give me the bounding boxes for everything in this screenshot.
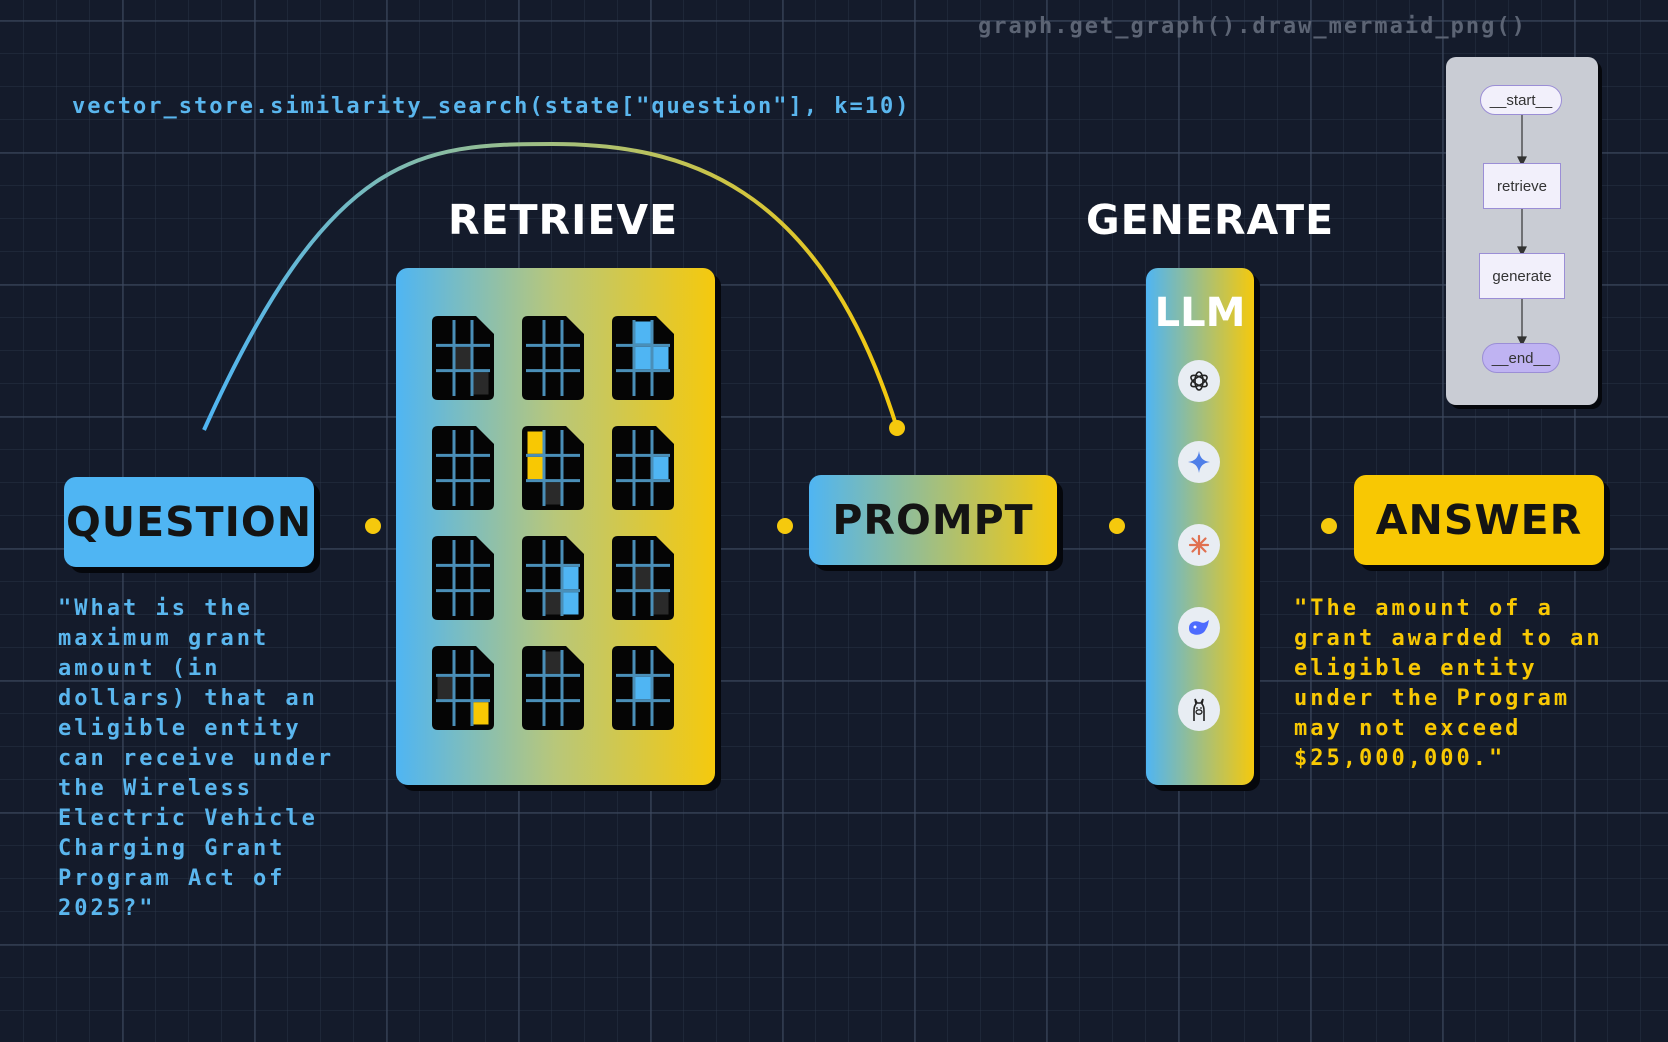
document-chunk-icon	[612, 646, 674, 730]
llm-panel: LLM	[1146, 268, 1254, 785]
code-similarity-search: vector_store.similarity_search(state["qu…	[72, 94, 911, 119]
document-chunk-icon	[522, 536, 584, 620]
document-chunk-icon	[432, 426, 494, 510]
mermaid-end-node: __end__	[1482, 343, 1560, 373]
mermaid-generate-node: generate	[1479, 253, 1565, 299]
code-draw-mermaid: graph.get_graph().draw_mermaid_png()	[978, 14, 1527, 39]
document-chunk-icon	[612, 316, 674, 400]
generate-title: GENERATE	[1086, 196, 1335, 244]
document-chunk-icon	[612, 536, 674, 620]
claude-icon	[1178, 524, 1220, 566]
mermaid-start-node: __start__	[1480, 85, 1562, 115]
gemini-icon	[1178, 441, 1220, 483]
document-chunk-icon	[522, 426, 584, 510]
question-text: "What is the maximum grant amount (in do…	[58, 596, 335, 921]
ollama-icon	[1178, 689, 1220, 731]
document-chunk-icon	[522, 316, 584, 400]
document-chunk-icon	[612, 426, 674, 510]
prompt-box: PROMPT	[809, 475, 1057, 565]
deepseek-icon	[1178, 607, 1220, 649]
document-chunk-icon	[432, 646, 494, 730]
openai-icon	[1178, 360, 1220, 402]
retrieve-title: RETRIEVE	[448, 196, 679, 244]
document-chunk-icon	[432, 536, 494, 620]
mermaid-graph: __start__ retrieve generate __end__	[1446, 57, 1598, 405]
answer-text: "The amount of a grant awarded to an eli…	[1294, 596, 1603, 771]
question-box: QUESTION	[64, 477, 314, 567]
retrieve-arc	[202, 141, 899, 431]
retrieve-panel	[396, 268, 715, 785]
answer-box: ANSWER	[1354, 475, 1604, 565]
document-chunks	[432, 316, 674, 730]
document-chunk-icon	[522, 646, 584, 730]
mermaid-edges	[1517, 115, 1527, 347]
llm-label: LLM	[1154, 290, 1246, 336]
arc-end-dot	[889, 420, 905, 436]
mermaid-retrieve-node: retrieve	[1483, 163, 1561, 209]
document-chunk-icon	[432, 316, 494, 400]
